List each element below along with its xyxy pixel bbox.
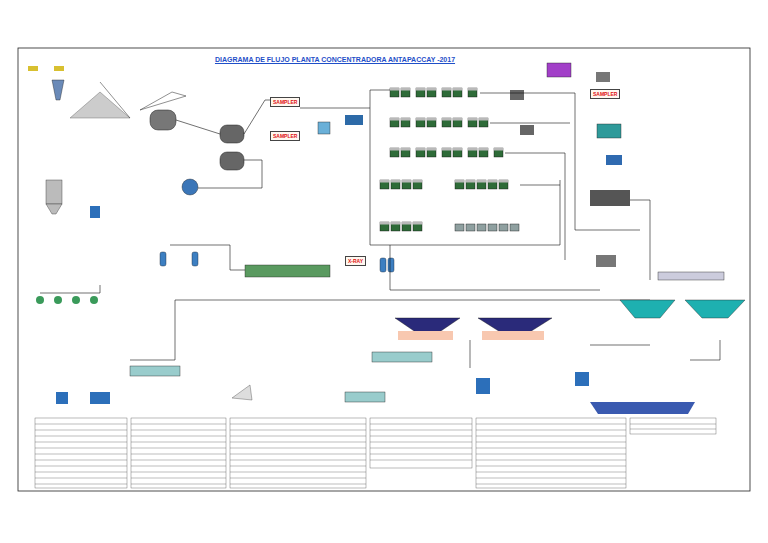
node-text: X-RAY — [348, 258, 363, 264]
sampler-tag: X-RAY — [345, 256, 366, 266]
node-text: SAMPLER — [273, 133, 297, 139]
thickeners — [36, 265, 745, 414]
sampler-tag: SAMPLER — [270, 97, 300, 107]
node-text: SAMPLER — [593, 91, 617, 97]
crushing-area — [28, 66, 244, 218]
sampler-tag: SAMPLER — [270, 131, 300, 141]
process-lines — [40, 90, 720, 368]
node-text: SAMPLER — [273, 99, 297, 105]
diagram-title: DIAGRAMA DE FLUJO PLANTA CONCENTRADORA A… — [190, 56, 480, 63]
flotation-cells — [160, 63, 630, 272]
data-tables — [35, 418, 716, 488]
frame — [18, 48, 750, 491]
sampler-tag: SAMPLER — [590, 89, 620, 99]
